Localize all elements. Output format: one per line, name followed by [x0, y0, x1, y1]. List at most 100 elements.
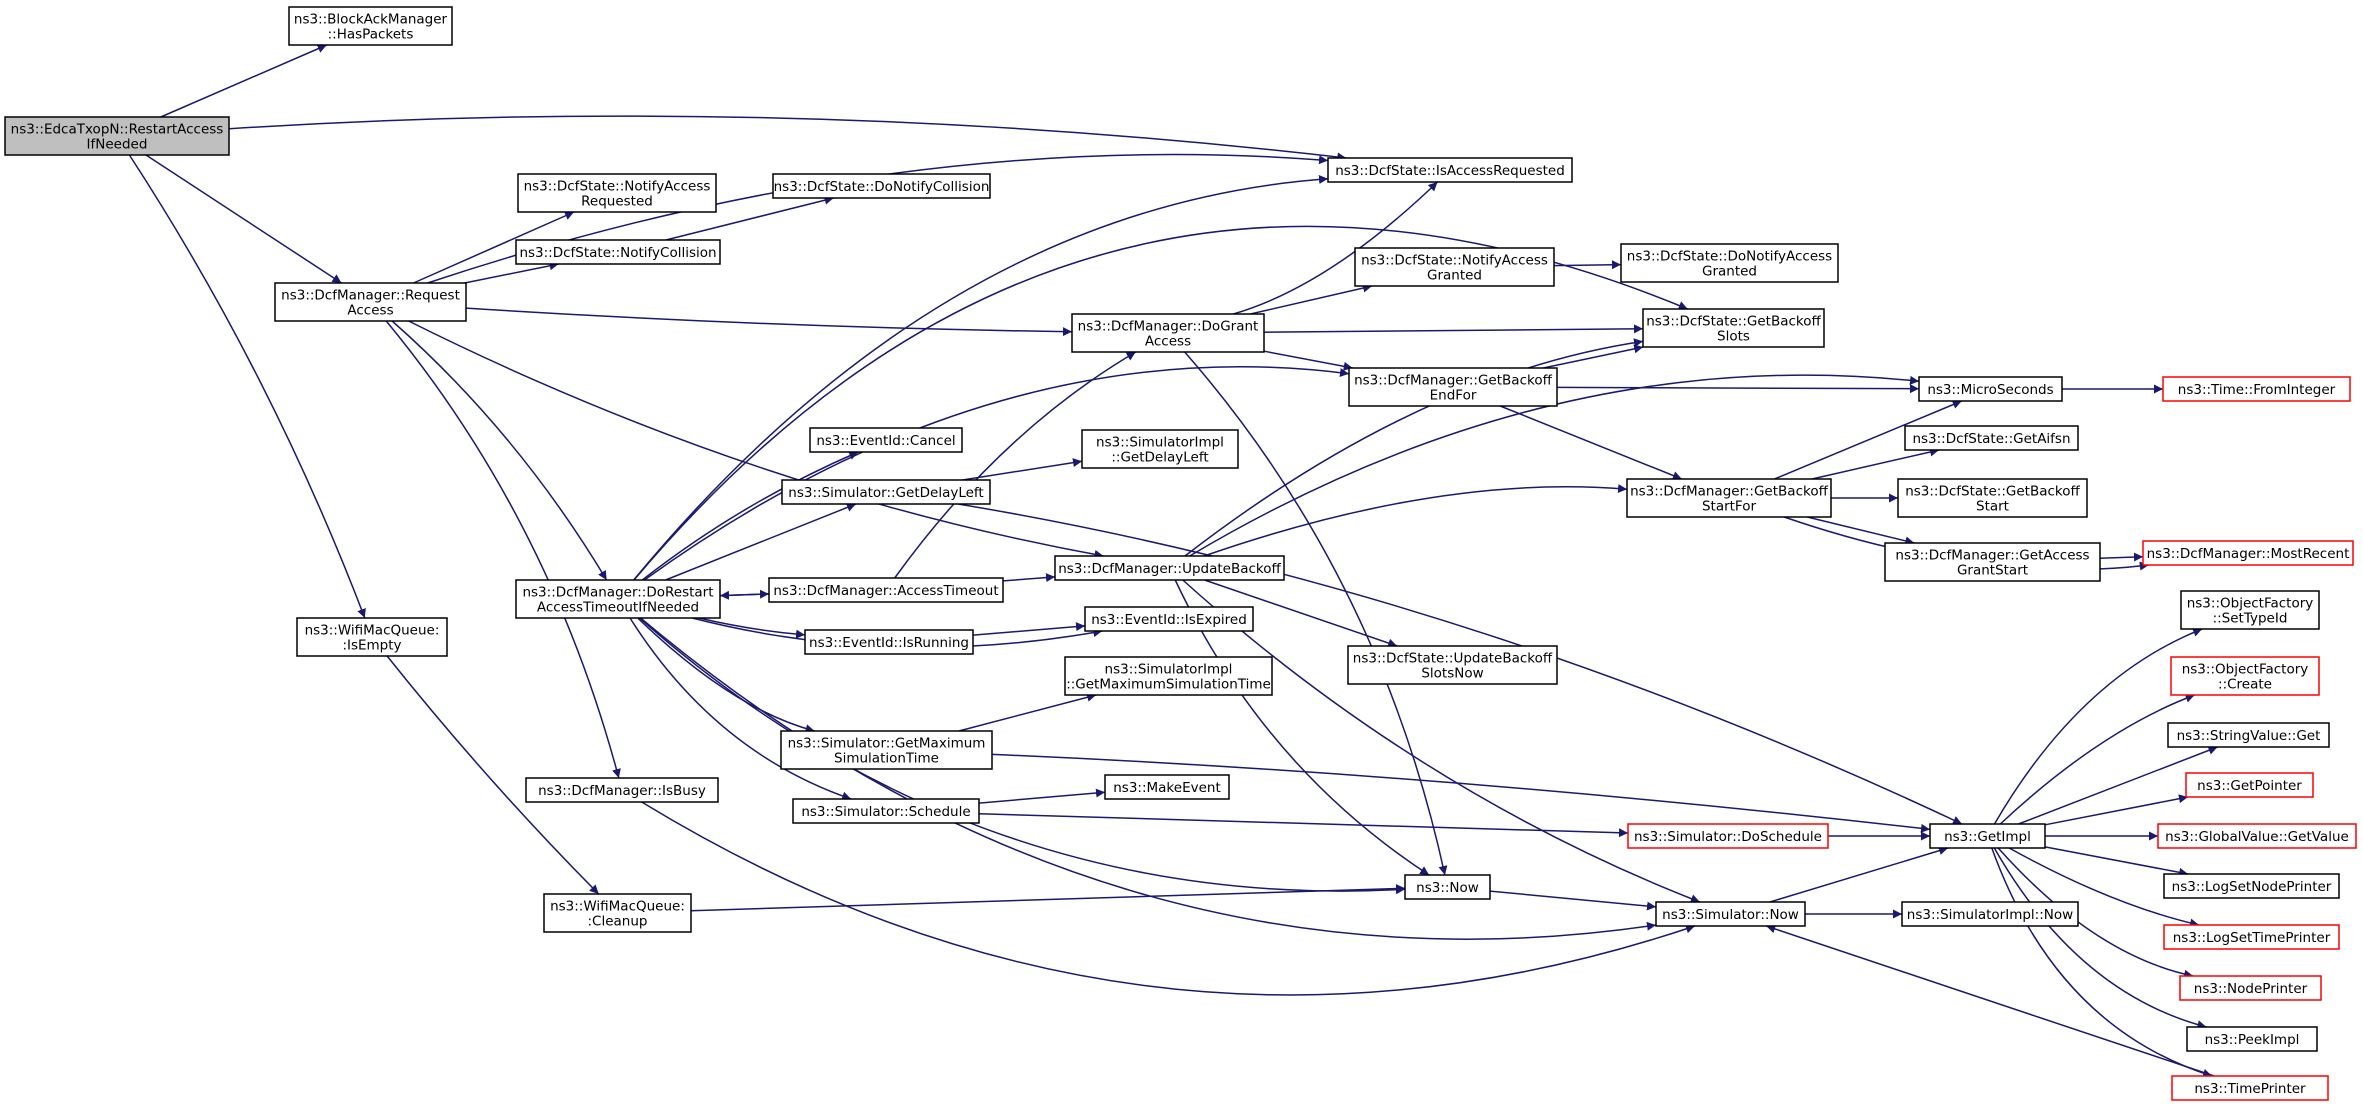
node-sim-now[interactable]: ns3::Simulator::Now [1655, 901, 1806, 927]
node-simimpl-getdelayleft[interactable]: ns3::SimulatorImpl::GetDelayLeft [1081, 429, 1239, 469]
node-label-line: ns3::Simulator::GetDelayLeft [788, 485, 983, 501]
node-sim-doschedule[interactable]: ns3::Simulator::DoSchedule [1627, 823, 1829, 849]
node-box [296, 617, 448, 657]
edge-sim-schedule-to-make-event [978, 788, 1106, 804]
node-label-line: ns3::NodePrinter [2194, 981, 2308, 997]
node-make-event[interactable]: ns3::MakeEvent [1104, 774, 1230, 800]
node-objfactory-settypeid[interactable]: ns3::ObjectFactory::SetTypeId [2180, 590, 2320, 630]
node-label-line: Granted [1702, 264, 1757, 280]
node-box [792, 798, 980, 824]
node-wifi-cleanup[interactable]: ns3::WifiMacQueue::Cleanup [543, 893, 692, 933]
node-peek-impl[interactable]: ns3::PeekImpl [2186, 1026, 2318, 1052]
node-label-line: ns3::DcfManager::Request [281, 288, 460, 304]
node-box [772, 173, 991, 199]
node-ns3-now[interactable]: ns3::Now [1404, 874, 1491, 900]
edge-get-impl-to-objfactory-settypeid [1993, 628, 2203, 825]
node-time-printer[interactable]: ns3::TimePrinter [2171, 1075, 2329, 1101]
node-label-line: ns3::EdcaTxopN::RestartAccess [11, 122, 224, 138]
node-label-line: EndFor [1430, 388, 1477, 404]
node-label-line: ns3::DcfState::NotifyCollision [519, 245, 716, 261]
node-box [1327, 157, 1573, 183]
node-wifi-isempty[interactable]: ns3::WifiMacQueue::IsEmpty [296, 617, 448, 657]
node-label-line: ns3::Time::FromInteger [2178, 382, 2336, 398]
node-most-recent[interactable]: ns3::DcfManager::MostRecent [2142, 540, 2354, 566]
node-eventid-isexpired[interactable]: ns3::EventId::IsExpired [1084, 606, 1254, 632]
edge-notify-access-granted-to-do-notify-access-granted [1553, 260, 1622, 270]
edge-req-access-to-do-restart [391, 320, 608, 581]
node-microseconds[interactable]: ns3::MicroSeconds [1918, 376, 2063, 402]
node-box [1347, 645, 1558, 685]
edge-get-backoff-startfor-to-microseconds [1774, 400, 1962, 480]
edge-root-to-is-access-requested [228, 115, 1347, 162]
node-is-access-requested[interactable]: ns3::DcfState::IsAccessRequested [1327, 157, 1573, 183]
node-simimpl-now[interactable]: ns3::SimulatorImpl::Now [1901, 901, 2079, 927]
node-sim-getmaxsimtime[interactable]: ns3::Simulator::GetMaximumSimulationTime [780, 730, 993, 770]
node-time-frominteger[interactable]: ns3::Time::FromInteger [2162, 376, 2351, 402]
node-label-line: ns3::MicroSeconds [1927, 382, 2053, 398]
node-sim-getdelayleft[interactable]: ns3::Simulator::GetDelayLeft [781, 479, 991, 505]
node-simimpl-getmaxsimtime[interactable]: ns3::SimulatorImpl::GetMaximumSimulation… [1064, 656, 1273, 696]
node-label-line: ns3::DcfManager::MostRecent [2147, 546, 2350, 562]
node-box [2142, 540, 2354, 566]
node-label-line: ns3::ObjectFactory [2187, 596, 2314, 612]
node-box [515, 239, 721, 265]
node-get-pointer[interactable]: ns3::GetPointer [2185, 772, 2314, 798]
edge-get-backoff-startfor-to-get-access-grantstart [1807, 516, 1915, 546]
node-box [1627, 823, 1829, 849]
node-eventid-cancel[interactable]: ns3::EventId::Cancel [809, 427, 963, 453]
edge-do-restart-to-is-access-requested [633, 174, 1329, 581]
node-label-line: SlotsNow [1421, 666, 1483, 682]
node-node-printer[interactable]: ns3::NodePrinter [2179, 975, 2322, 1001]
node-label-line: ns3::DcfState::GetBackoff [1905, 484, 2080, 500]
node-box [2170, 656, 2320, 696]
node-label-line: ns3::DcfState::GetBackoff [1646, 314, 1821, 330]
node-label-line: ns3::DcfManager::AccessTimeout [773, 583, 998, 599]
node-blockack[interactable]: ns3::BlockAckManager::HasPackets [288, 6, 453, 46]
node-box [1081, 429, 1239, 469]
node-notify-collision[interactable]: ns3::DcfState::NotifyCollision [515, 239, 721, 265]
node-get-impl[interactable]: ns3::GetImpl [1929, 823, 2046, 849]
node-sim-schedule[interactable]: ns3::Simulator::Schedule [792, 798, 980, 824]
edge-access-timeout-to-do-grant-access [894, 351, 1137, 579]
node-log-set-node-printer[interactable]: ns3::LogSetNodePrinter [2163, 873, 2340, 899]
node-do-restart[interactable]: ns3::DcfManager::DoRestartAccessTimeoutI… [515, 579, 721, 619]
edge-do-restart-to-sim-schedule [629, 617, 852, 801]
node-access-timeout[interactable]: ns3::DcfManager::AccessTimeout [768, 577, 1004, 603]
node-stringvalue-get[interactable]: ns3::StringValue::Get [2167, 722, 2330, 748]
edge-update-backoff-to-sim-now [1182, 579, 1701, 903]
node-box [1884, 542, 2101, 582]
node-objfactory-create[interactable]: ns3::ObjectFactory::Create [2170, 656, 2320, 696]
node-box [1655, 901, 1806, 927]
node-get-aifsn[interactable]: ns3::DcfState::GetAifsn [1904, 425, 2079, 451]
node-box [288, 6, 453, 46]
node-label-line: GrantStart [1957, 563, 2028, 579]
node-label-line: ::Create [2218, 677, 2272, 693]
node-box [768, 577, 1004, 603]
node-box [515, 579, 721, 619]
node-globalvalue-getvalue[interactable]: ns3::GlobalValue::GetValue [2157, 823, 2357, 849]
node-label-line: ns3::DcfState::DoNotifyCollision [774, 179, 990, 195]
edge-time-printer-to-sim-now [1766, 924, 2215, 1077]
node-eventid-isrunning[interactable]: ns3::EventId::IsRunning [804, 629, 974, 655]
node-label-line: ns3::Simulator::Now [1662, 907, 1799, 923]
node-log-set-time-printer[interactable]: ns3::LogSetTimePrinter [2163, 924, 2340, 950]
node-label-line: ns3::StringValue::Get [2177, 728, 2321, 744]
node-label-line: Requested [581, 194, 653, 210]
node-dcfmanager-isbusy[interactable]: ns3::DcfManager::IsBusy [525, 777, 719, 803]
node-update-backoff[interactable]: ns3::DcfManager::UpdateBackoff [1054, 555, 1285, 581]
node-do-notify-collision[interactable]: ns3::DcfState::DoNotifyCollision [772, 173, 991, 199]
node-box [1897, 478, 2088, 518]
